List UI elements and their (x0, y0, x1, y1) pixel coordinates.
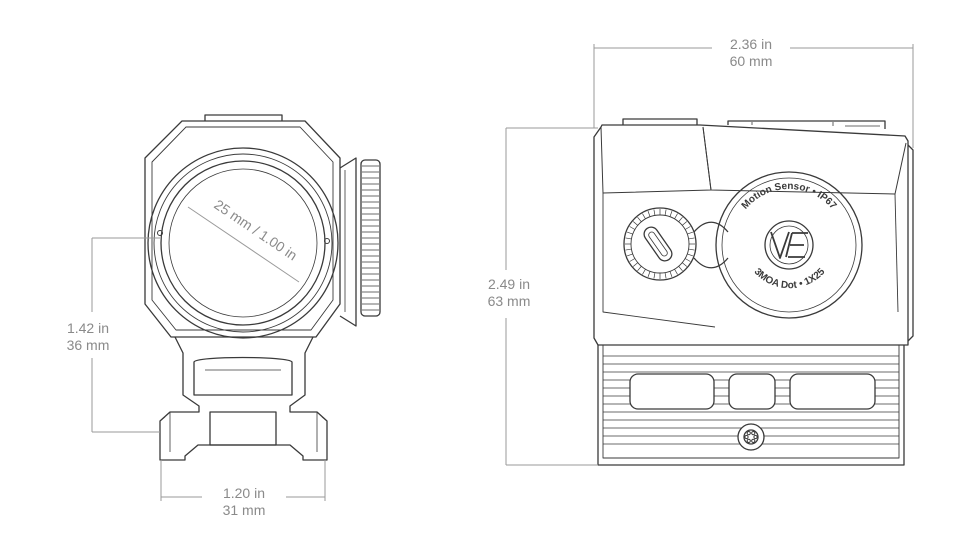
mount-width-metric: 31 mm (222, 502, 266, 518)
mount-width-label: 1.20 in 31 mm (202, 485, 286, 519)
overall-width-imperial: 2.36 in (729, 36, 773, 52)
vortex-logo-icon (770, 231, 808, 259)
overall-width-metric: 60 mm (729, 53, 773, 69)
turret-text-lower: 3MOA Dot • 1X25 (752, 266, 828, 291)
side-view (593, 118, 914, 466)
optical-axis-height-imperial: 1.42 in (66, 320, 110, 336)
overall-height-imperial: 2.49 in (487, 276, 531, 292)
front-view (144, 114, 381, 461)
optical-axis-height-label: 1.42 in 36 mm (46, 320, 130, 354)
dimension-lines (91, 44, 914, 501)
overall-height-label: 2.49 in 63 mm (468, 276, 550, 310)
turret-text-upper: Motion Sensor • IP67 (740, 181, 839, 212)
overall-width-label: 2.36 in 60 mm (712, 36, 790, 70)
mount-width-imperial: 1.20 in (222, 485, 266, 501)
overall-height-metric: 63 mm (487, 293, 531, 309)
optical-axis-height-metric: 36 mm (66, 337, 110, 353)
